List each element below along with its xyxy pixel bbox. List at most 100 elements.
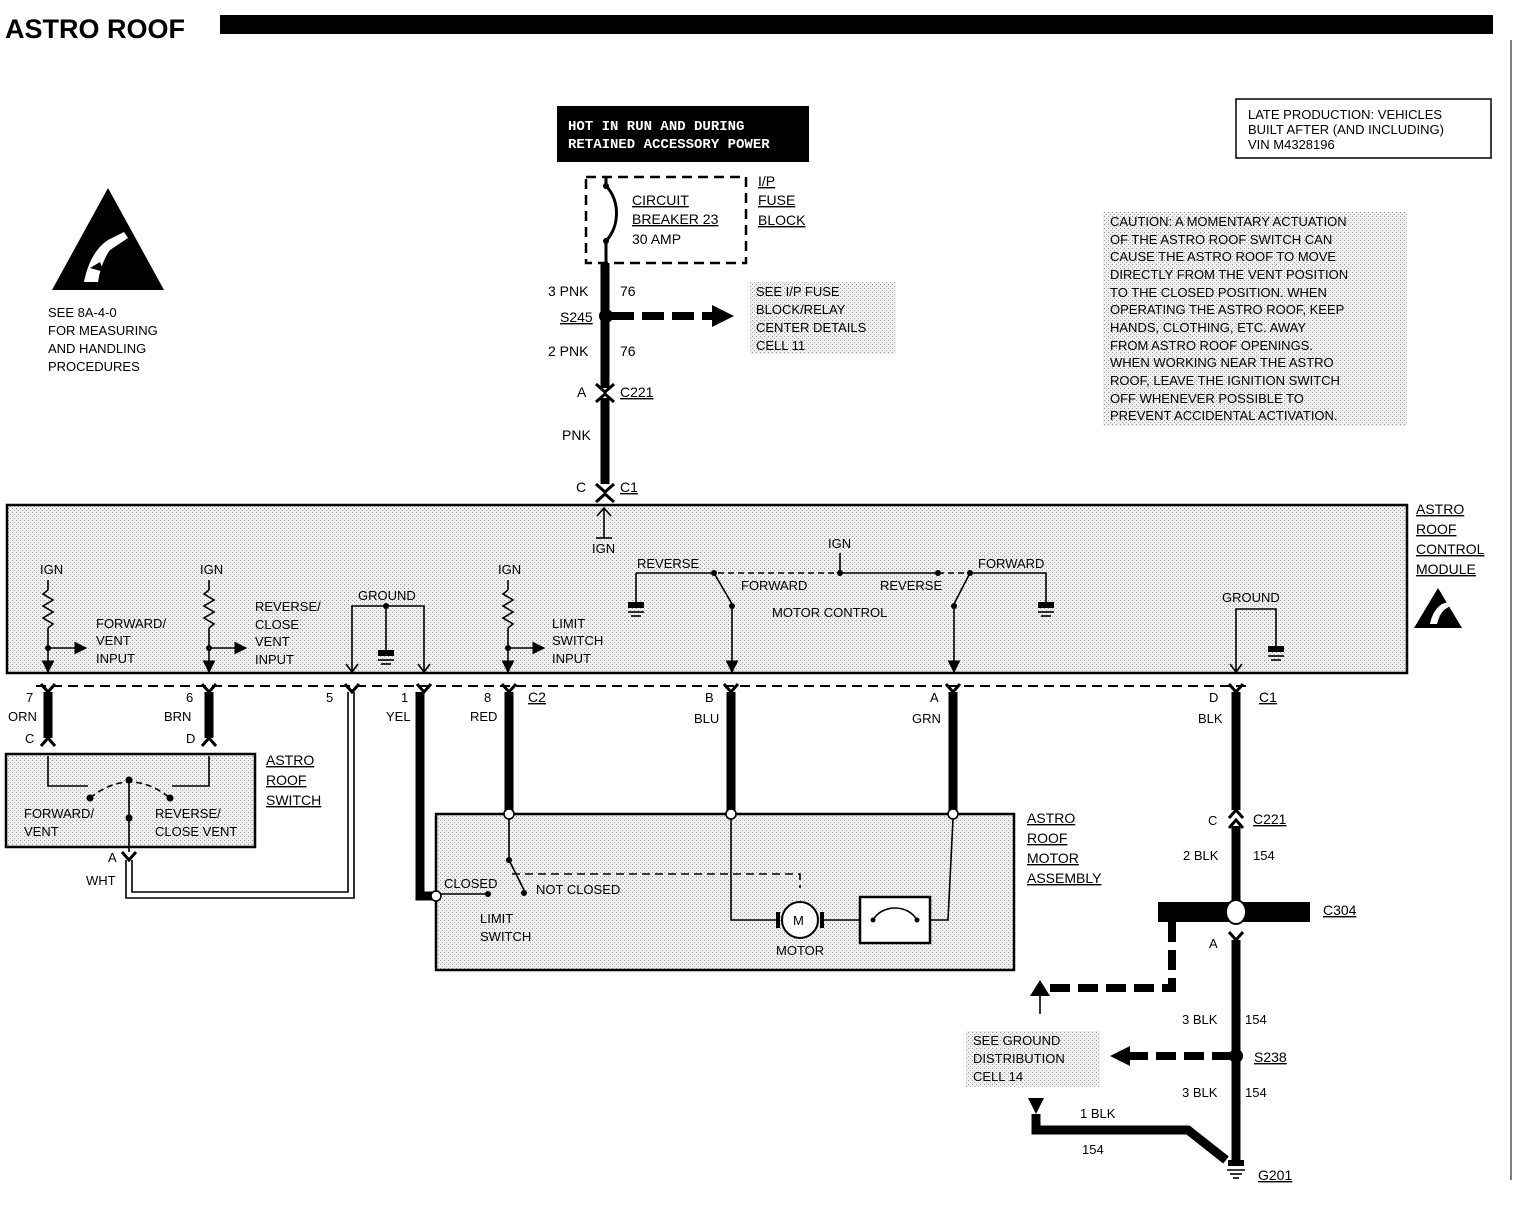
pin-b: B — [705, 690, 714, 705]
svg-text:SEE GROUND: SEE GROUND — [973, 1033, 1060, 1048]
svg-text:C1: C1 — [620, 479, 638, 495]
svg-text:FORWARD/: FORWARD/ — [96, 616, 166, 631]
svg-text:GROUND: GROUND — [358, 588, 416, 603]
svg-text:1 BLK: 1 BLK — [1080, 1106, 1116, 1121]
svg-text:INPUT: INPUT — [96, 651, 135, 666]
svg-text:LIMIT: LIMIT — [552, 616, 585, 631]
astro-roof-control-module: ASTRO ROOF CONTROL MODULE IGN IGN FORWAR… — [5, 501, 1485, 675]
svg-text:30 AMP: 30 AMP — [632, 231, 681, 247]
pin-6: 6 — [186, 690, 193, 705]
svg-text:C: C — [576, 479, 586, 495]
svg-text:ROOF: ROOF — [1027, 830, 1067, 846]
svg-text:REVERSE: REVERSE — [880, 578, 942, 593]
svg-text:PNK: PNK — [562, 427, 591, 443]
svg-text:CELL 14: CELL 14 — [973, 1069, 1023, 1084]
svg-text:LATE PRODUCTION: VEHICLES: LATE PRODUCTION: VEHICLES — [1248, 107, 1442, 122]
pin-8: 8 — [484, 690, 491, 705]
svg-text:PROCEDURES: PROCEDURES — [48, 359, 140, 374]
svg-text:FORWARD: FORWARD — [978, 556, 1044, 571]
svg-text:FORWARD/: FORWARD/ — [24, 806, 94, 821]
svg-text:OF THE ASTRO ROOF SWITCH CAN: OF THE ASTRO ROOF SWITCH CAN — [1110, 232, 1332, 247]
svg-text:MOTOR: MOTOR — [1027, 850, 1079, 866]
wire-orn: ORN — [8, 709, 37, 724]
svg-text:TO THE CLOSED POSITION. WHEN: TO THE CLOSED POSITION. WHEN — [1110, 285, 1327, 300]
svg-text:3 PNK: 3 PNK — [548, 283, 589, 299]
feed-circuit: 3 PNK 76 S245 2 PNK 76 A C221 PNK C C1 — [548, 263, 734, 504]
svg-text:154: 154 — [1245, 1085, 1267, 1100]
svg-text:CAUTION: A MOMENTARY ACTUATION: CAUTION: A MOMENTARY ACTUATION — [1110, 214, 1347, 229]
svg-text:VENT: VENT — [24, 824, 59, 839]
svg-text:SEE I/P FUSE: SEE I/P FUSE — [756, 284, 840, 299]
pin-a: A — [930, 690, 939, 705]
wire-brn: BRN — [164, 709, 191, 724]
caution-note: CAUTION: A MOMENTARY ACTUATION OF THE AS… — [1103, 212, 1407, 426]
svg-text:REVERSE/: REVERSE/ — [155, 806, 221, 821]
svg-text:G201: G201 — [1258, 1167, 1292, 1183]
astro-roof-motor-assembly: CLOSED NOT CLOSED LIMIT SWITCH M MOTOR A… — [430, 808, 1102, 972]
svg-text:VIN M4328196: VIN M4328196 — [1248, 137, 1335, 152]
svg-text:REVERSE/: REVERSE/ — [255, 599, 321, 614]
svg-text:76: 76 — [620, 283, 636, 299]
svg-text:SWITCH: SWITCH — [266, 792, 321, 808]
astro-roof-switch: C D FORWARD/ VENT REVERSE/ CLOSE VENT A … — [4, 731, 321, 888]
svg-text:IGN: IGN — [498, 562, 521, 577]
wire-blu: BLU — [694, 711, 719, 726]
esd-note: SEE 8A-4-0 FOR MEASURING AND HANDLING PR… — [48, 305, 158, 374]
page-title: ASTRO ROOF — [5, 14, 185, 44]
wire-red: RED — [470, 709, 497, 724]
svg-text:3 BLK: 3 BLK — [1182, 1012, 1218, 1027]
svg-text:ROOF: ROOF — [1416, 521, 1456, 537]
pin-1: 1 — [401, 690, 408, 705]
svg-text:SWITCH: SWITCH — [552, 633, 603, 648]
svg-text:S238: S238 — [1254, 1049, 1287, 1065]
svg-text:FUSE: FUSE — [758, 192, 795, 208]
svg-text:BUILT AFTER (AND INCLUDING): BUILT AFTER (AND INCLUDING) — [1248, 122, 1444, 137]
svg-text:SEE 8A-4-0: SEE 8A-4-0 — [48, 305, 117, 320]
svg-text:VENT: VENT — [96, 633, 131, 648]
svg-text:DISTRIBUTION: DISTRIBUTION — [973, 1051, 1065, 1066]
ground-g201 — [1228, 1160, 1244, 1166]
svg-text:FORWARD: FORWARD — [741, 578, 807, 593]
svg-text:IGN: IGN — [828, 536, 851, 551]
svg-text:FROM ASTRO ROOF OPENINGS.: FROM ASTRO ROOF OPENINGS. — [1110, 338, 1313, 353]
pin-5: 5 — [326, 690, 333, 705]
svg-text:2 PNK: 2 PNK — [548, 343, 589, 359]
svg-text:CLOSED: CLOSED — [444, 876, 497, 891]
ground-distribution-reference — [966, 1031, 1100, 1087]
svg-text:154: 154 — [1082, 1142, 1104, 1157]
svg-text:MODULE: MODULE — [1416, 561, 1476, 577]
fuse-block-name: I/P — [758, 173, 775, 189]
svg-text:CAUSE THE ASTRO ROOF TO MOVE: CAUSE THE ASTRO ROOF TO MOVE — [1110, 249, 1336, 264]
splice-s245 — [599, 309, 613, 323]
svg-text:IGN: IGN — [200, 562, 223, 577]
svg-text:CENTER DETAILS: CENTER DETAILS — [756, 320, 867, 335]
svg-text:C: C — [1208, 813, 1217, 828]
connector-c1: C1 — [1259, 689, 1277, 705]
svg-text:IGN: IGN — [592, 541, 615, 556]
wire-yel: YEL — [386, 709, 411, 724]
svg-text:HOT IN RUN AND DURING: HOT IN RUN AND DURING — [568, 119, 744, 135]
svg-text:OPERATING THE ASTRO ROOF, KEEP: OPERATING THE ASTRO ROOF, KEEP — [1110, 302, 1344, 317]
ground-path: C C221 2 BLK 154 C304 A 3 BLK 154 S238 S… — [966, 807, 1357, 1183]
svg-text:IGN: IGN — [40, 562, 63, 577]
connector-c221-ground: C221 — [1253, 811, 1287, 827]
svg-text:INPUT: INPUT — [255, 652, 294, 667]
svg-text:CLOSE VENT: CLOSE VENT — [155, 824, 237, 839]
splice-reference-cell-11: SEE I/P FUSE BLOCK/RELAY CENTER DETAILS … — [750, 282, 896, 354]
svg-text:SWITCH: SWITCH — [480, 929, 531, 944]
ip-fuse-block: CIRCUIT BREAKER 23 30 AMP I/P FUSE BLOCK — [584, 173, 806, 265]
circuit-breaker-label: CIRCUIT — [632, 192, 689, 208]
svg-text:CLOSE: CLOSE — [255, 617, 299, 632]
svg-text:WHEN WORKING NEAR THE ASTRO: WHEN WORKING NEAR THE ASTRO — [1110, 355, 1334, 370]
power-source-label: HOT IN RUN AND DURING RETAINED ACCESSORY… — [557, 106, 809, 162]
svg-text:INPUT: INPUT — [552, 651, 591, 666]
svg-text:76: 76 — [620, 343, 636, 359]
svg-text:BLOCK: BLOCK — [758, 212, 806, 228]
svg-text:CONTROL: CONTROL — [1416, 541, 1485, 557]
svg-text:BREAKER 23: BREAKER 23 — [632, 211, 719, 227]
svg-text:C304: C304 — [1323, 902, 1357, 918]
title-bar — [220, 15, 1493, 34]
svg-text:FOR MEASURING: FOR MEASURING — [48, 323, 158, 338]
svg-text:154: 154 — [1253, 848, 1275, 863]
svg-text:MOTOR: MOTOR — [776, 943, 824, 958]
